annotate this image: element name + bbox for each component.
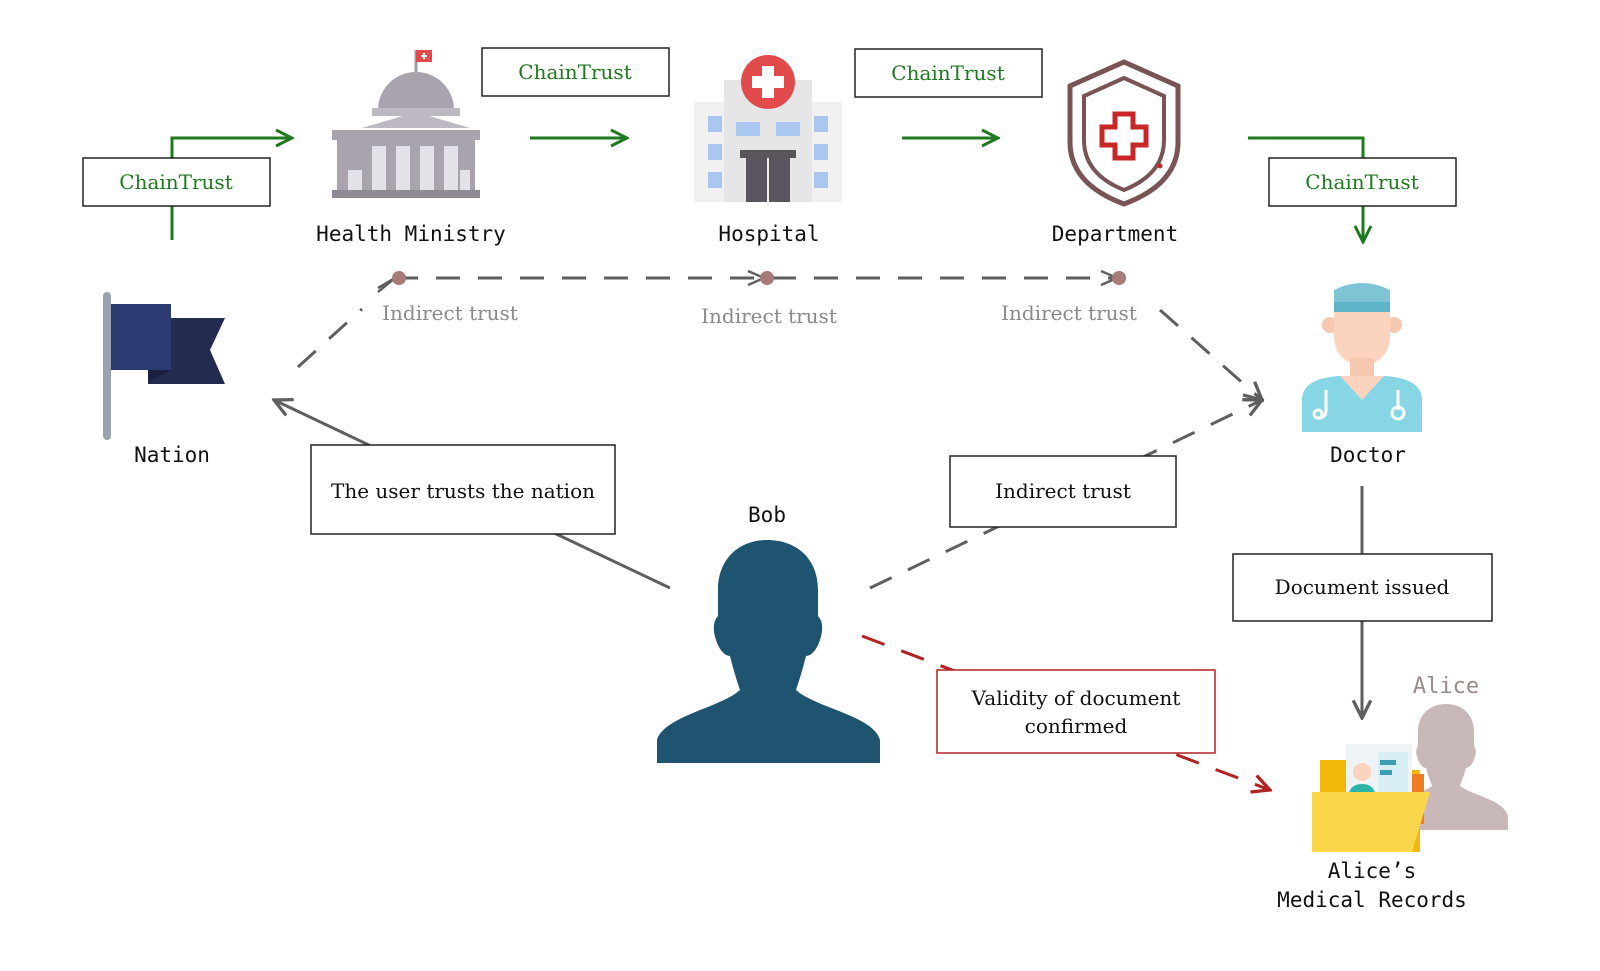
label-user-trusts-nation: The user trusts the nation <box>310 444 616 535</box>
svg-text:Indirect trust: Indirect trust <box>995 479 1131 503</box>
svg-text:Document issued: Document issued <box>1275 575 1450 599</box>
label-validity-confirmed: Validity of document confirmed <box>936 669 1216 754</box>
person-silhouette-icon <box>657 540 880 763</box>
indirect-trust-path <box>296 269 1262 400</box>
label-alice: Alice <box>1413 674 1479 699</box>
indirect-trust-point-hospital <box>760 271 774 285</box>
chain-trust-label-hospital: ChainTrust <box>854 48 1043 98</box>
svg-text:ChainTrust: ChainTrust <box>119 170 232 194</box>
arrow-department-to-doctor <box>1248 136 1363 242</box>
indirect-trust-label-1: Indirect trust <box>382 301 518 325</box>
chain-trust-label-department: ChainTrust <box>1268 157 1457 207</box>
indirect-trust-point-department <box>1112 271 1126 285</box>
label-hospital: Hospital <box>718 222 819 246</box>
label-records-line2: Medical Records <box>1277 888 1467 912</box>
svg-text:ChainTrust: ChainTrust <box>1305 170 1418 194</box>
label-bob: Bob <box>748 503 786 527</box>
indirect-trust-point-ministry <box>392 271 406 285</box>
medical-folder-icon <box>1312 744 1430 852</box>
svg-text:The user trusts the nation: The user trusts the nation <box>331 479 595 503</box>
chain-trust-label-ministry: ChainTrust <box>481 47 670 97</box>
indirect-trust-label-3: Indirect trust <box>1001 301 1137 325</box>
label-indirect-trust-bob: Indirect trust <box>949 455 1177 528</box>
label-nation: Nation <box>134 443 210 467</box>
hospital-icon <box>694 55 842 202</box>
svg-text:confirmed: confirmed <box>1025 714 1128 738</box>
indirect-trust-label-2: Indirect trust <box>701 304 837 328</box>
flag-icon <box>103 292 225 440</box>
chain-trust-label-nation: ChainTrust <box>82 157 271 207</box>
label-health-ministry: Health Ministry <box>316 222 506 246</box>
label-document-issued: Document issued <box>1232 553 1493 622</box>
svg-text:ChainTrust: ChainTrust <box>891 61 1004 85</box>
label-department: Department <box>1052 222 1178 246</box>
doctor-icon <box>1302 283 1422 432</box>
government-building-icon <box>332 50 480 198</box>
svg-text:Validity of document: Validity of document <box>971 686 1181 710</box>
label-records-line1: Alice’s <box>1328 859 1417 883</box>
shield-cross-icon <box>1067 59 1181 207</box>
label-doctor: Doctor <box>1330 443 1406 467</box>
svg-text:ChainTrust: ChainTrust <box>518 60 631 84</box>
